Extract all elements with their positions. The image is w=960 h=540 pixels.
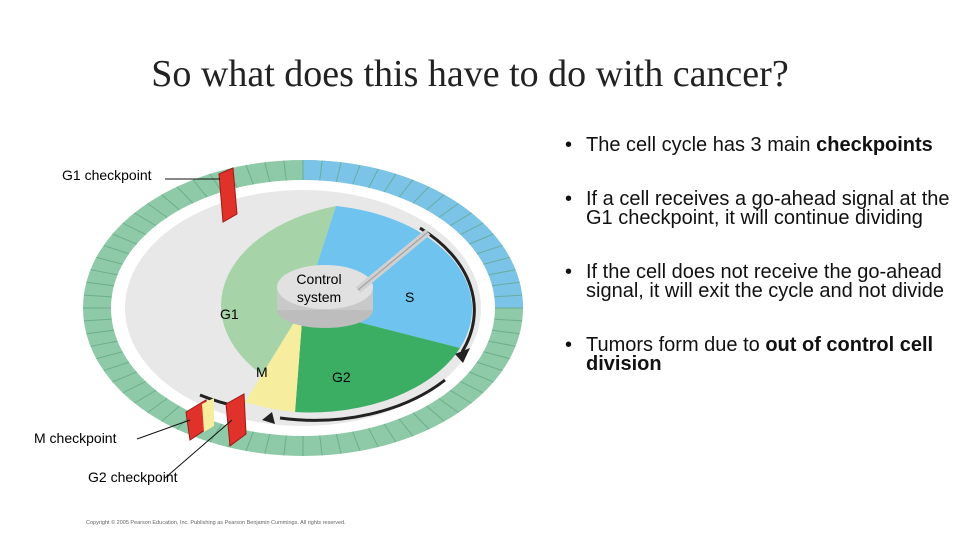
bullet-4: Tumors form due to out of control cell d… (565, 335, 950, 374)
ring-tick (83, 294, 112, 298)
m-checkpoint-barrier (185, 398, 214, 441)
ring-tick (449, 212, 472, 227)
ring-tick (494, 294, 523, 298)
arrow-head-s (455, 348, 470, 363)
m-sector (245, 308, 303, 412)
cell-cycle-diagram: G1 checkpoint M checkpoint G2 checkpoint… (34, 160, 523, 526)
ring-tick (483, 351, 510, 360)
ring-tick (112, 371, 137, 383)
ring-tick (438, 398, 459, 414)
ring-tick (476, 361, 503, 372)
g2-phase-label: G2 (332, 369, 351, 385)
ring-tick (103, 244, 130, 255)
ring-tick (460, 222, 484, 236)
ring-tick (264, 162, 271, 183)
ring-tick (412, 186, 430, 204)
bullet-list: The cell cycle has 3 main checkpoints If… (565, 135, 950, 409)
s-phase-label: S (405, 289, 414, 305)
ring-tick (492, 329, 520, 335)
ring-tick (335, 433, 342, 454)
ring-tick (488, 340, 516, 347)
ring-tick (319, 160, 323, 181)
ring-tick (112, 233, 137, 245)
g2-checkpoint-barrier (225, 393, 247, 447)
ring-tick (122, 222, 146, 236)
ring-tick (90, 340, 118, 347)
ring-tick (264, 433, 271, 454)
ring-tick (492, 281, 520, 287)
arrow-head-g2 (262, 412, 275, 424)
ring-tick (483, 256, 510, 265)
ring-tick (449, 389, 472, 404)
ring-tick (134, 212, 157, 227)
ring-tick (476, 244, 503, 255)
ring-tick (86, 281, 114, 287)
ring-tick (383, 423, 397, 443)
g2-checkpoint-label: G2 checkpoint (88, 469, 178, 485)
ring-tick (122, 380, 146, 394)
ring-tick (319, 435, 323, 456)
ring-tick (412, 412, 430, 430)
ring-tick (368, 168, 379, 188)
ring-tick (96, 351, 123, 360)
g1-phase-label: G1 (220, 306, 239, 322)
ring-tick (426, 405, 445, 422)
ring-tick (83, 318, 112, 322)
m-checkpoint-label: M checkpoint (34, 430, 117, 446)
ring-tick (283, 160, 287, 181)
ring-tick (209, 423, 223, 443)
g1-checkpoint-barrier (218, 167, 238, 223)
ring-tick (147, 398, 168, 414)
ring-tick (383, 173, 397, 193)
copyright-note: Copyright © 2005 Pearson Education, Inc.… (86, 519, 346, 526)
ring-tick (426, 194, 445, 211)
ring-tick (398, 179, 414, 198)
m-phase-label: M (256, 364, 268, 380)
ring-tick (368, 428, 379, 448)
ring-tick (147, 202, 168, 218)
ring-tick (161, 405, 180, 422)
ring-tick (134, 389, 157, 404)
callout-lines (136, 178, 233, 479)
ring-tick (469, 371, 494, 383)
ring-tick (103, 361, 130, 372)
bullet-2: If a cell receives a go-ahead signal at … (565, 189, 950, 228)
control-system-hub (277, 229, 431, 328)
ring-tick (161, 194, 180, 211)
outer-ring-ticks (83, 160, 523, 456)
ring-tick (460, 380, 484, 394)
ring-tick (245, 164, 254, 185)
ring-tick (90, 269, 118, 276)
bullet-1: The cell cycle has 3 main checkpoints (565, 135, 950, 155)
g1-checkpoint-label: G1 checkpoint (62, 167, 152, 183)
ring-tick (245, 431, 254, 452)
ring-tick (86, 329, 114, 335)
ring-tick (192, 179, 208, 198)
ring-tick (176, 186, 194, 204)
control-system-label-line2: system (297, 289, 341, 305)
ring-tick (438, 202, 459, 218)
ring-tick (283, 435, 287, 456)
ring-tick (352, 431, 361, 452)
ring-tick (488, 269, 516, 276)
slide-title: So what does this have to do with cancer… (151, 53, 789, 95)
ring-tick (96, 256, 123, 265)
control-system-label-line1: Control (296, 271, 341, 287)
ring-tick (494, 318, 523, 322)
ring-tick (352, 164, 361, 185)
bullet-3: If the cell does not receive the go-ahea… (565, 262, 950, 301)
ring-tick (398, 418, 414, 437)
ring-tick (335, 162, 342, 183)
ring-tick (469, 233, 494, 245)
g2-sector (295, 308, 460, 413)
